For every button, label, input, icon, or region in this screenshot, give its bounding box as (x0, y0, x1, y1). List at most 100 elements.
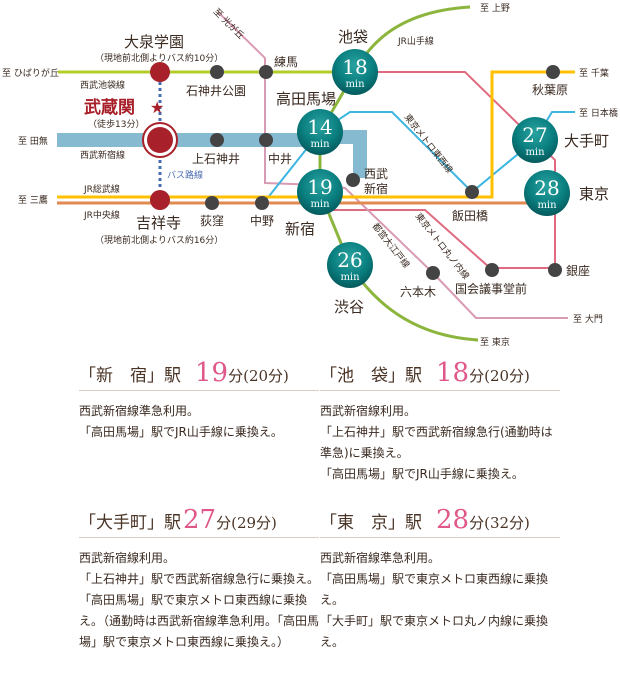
hub-circle (332, 49, 378, 95)
station-shakujii-koen: 石神井公園 (186, 84, 246, 98)
home-walk-note: （徒歩13分） (88, 118, 144, 130)
card-description: 西武新宿線利用。「上石神井」駅で西武新宿線急行(通勤時は準急)に乗換え。「高田馬… (320, 401, 560, 485)
card-alt-time: (29分) (231, 514, 277, 532)
card-line: 「上石神井」駅で西武新宿線急行(通勤時は準急)に乗換え。 (320, 425, 553, 460)
card-minutes: 19 (195, 358, 229, 388)
hub-name: 新宿 (285, 220, 315, 238)
card-header: 「東 京」駅 28分(32分) (320, 505, 560, 538)
route-card-tokyo: 「東 京」駅 28分(32分) 西武新宿線準急利用。「高田馬場」駅で東京メトロ東西… (320, 505, 560, 653)
kichijoji-bus-note: （現地前北側よりバス約16分） (95, 234, 223, 246)
card-line: 「高田馬場」駅で東京メトロ東西線に乗換え。 (320, 572, 549, 607)
hub-circle (297, 109, 343, 155)
station-roppongi: 六本木 (400, 285, 436, 299)
station-dot-nakai (259, 133, 273, 147)
station-seibu-shinjuku-1: 西武 (364, 167, 388, 181)
route-card-ikebukuro: 「池 袋」駅 18分(20分) 西武新宿線利用。「上石神井」駅で西武新宿線急行(通… (320, 358, 560, 485)
station-akihabara: 秋葉原 (532, 83, 568, 97)
hub-name: 高田馬場 (276, 90, 336, 108)
station-iidabashi: 飯田橋 (452, 208, 488, 223)
station-dot-iidabashi (465, 185, 479, 199)
station-dot-oizumi (150, 62, 170, 82)
hub-unit: min (310, 139, 330, 150)
home-station-dot (147, 127, 173, 153)
hub-name: 大手町 (564, 132, 609, 150)
hub-unit: min (345, 79, 365, 90)
hub-minutes: 14 (307, 115, 332, 139)
station-ginza: 銀座 (566, 263, 590, 278)
card-description: 西武新宿線準急利用。「高田馬場」駅で東京メトロ東西線に乗換え。「大手町」駅で東京… (320, 548, 560, 653)
hub-circle (327, 242, 373, 288)
dest-tokyo: 至 東京 (480, 336, 510, 348)
hub-unit: min (340, 272, 360, 283)
card-station: 「東 京」駅 (320, 513, 422, 533)
card-description: 西武新宿線利用。「上石神井」駅で西武新宿線急行に乗換え。「高田馬場」駅で東京メト… (79, 548, 319, 653)
station-seibu-shinjuku-2: 新宿 (364, 181, 388, 196)
station-dot-ginza (548, 263, 562, 277)
card-line: 西武新宿線利用。 (79, 551, 176, 565)
dest-mitaka: 至 三鷹 (18, 194, 48, 206)
hub-minutes: 27 (522, 123, 547, 147)
route-card-shinjuku: 「新 宿」駅 19分(20分) 西武新宿線準急利用。「高田馬場」駅でJR山手線に乗… (79, 358, 319, 443)
station-nakai: 中井 (268, 151, 292, 166)
hub-circle (524, 170, 570, 216)
card-line: 「高田馬場」駅で東京メトロ東西線に乗換え。（通勤時は西武新宿線準急利用。「高田馬… (79, 593, 320, 649)
card-station: 「池 袋」駅 (320, 366, 422, 386)
station-dot-kokkai (485, 263, 499, 277)
station-dot-kamishakujii (210, 133, 224, 147)
card-station: 「新 宿」駅 (79, 366, 181, 386)
dest-hikarigaoka: 至 光が丘 (211, 6, 247, 42)
station-nakano: 中野 (250, 213, 274, 228)
station-nerima: 練馬 (274, 55, 298, 69)
bus-route-label: バス路線 (167, 169, 203, 181)
hub-circle (297, 169, 343, 215)
card-header: 「池 袋」駅 18分(20分) (320, 358, 560, 391)
small-stations (205, 65, 562, 280)
station-dot-akihabara (546, 65, 560, 79)
line-label-shinjuku: 西武新宿線 (80, 149, 125, 161)
line-label-tozai: 東京メトロ東西線 (402, 111, 456, 175)
card-minutes: 27 (183, 505, 217, 535)
hub-name: 池袋 (338, 28, 368, 46)
card-unit: 分 (469, 514, 485, 532)
card-alt-time: (32分) (484, 514, 530, 532)
station-dot-shakujii-koen (210, 65, 224, 79)
station-kichijoji: 吉祥寺 (136, 214, 181, 232)
card-unit: 分 (216, 514, 232, 532)
hub-minutes: 19 (307, 175, 332, 199)
line-label-chuo: JR中央線 (83, 209, 120, 221)
card-line: 「高田馬場」駅でJR山手線に乗換え。 (320, 467, 524, 481)
card-line: 「大手町」駅で東京メトロ丸ノ内線に乗換え。 (320, 614, 549, 649)
station-ogikubo: 荻窪 (200, 213, 224, 228)
station-kamishakujii: 上石神井 (192, 152, 240, 166)
card-minutes: 28 (436, 505, 470, 535)
card-unit: 分 (469, 367, 485, 385)
card-minutes: 18 (436, 358, 470, 388)
card-alt-time: (20分) (243, 367, 289, 385)
hub-minutes: 18 (342, 55, 367, 79)
dest-chiba: 至 千葉 (579, 67, 609, 79)
hub-unit: min (537, 200, 557, 211)
card-alt-time: (20分) (484, 367, 530, 385)
card-unit: 分 (228, 367, 244, 385)
card-line: 「上石神井」駅で西武新宿線急行に乗換え。 (79, 572, 320, 586)
route-card-otemachi: 「大手町」駅27分(29分) 西武新宿線利用。「上石神井」駅で西武新宿線急行に乗… (79, 505, 319, 653)
station-dot-roppongi (426, 266, 440, 280)
dest-ueno: 至 上野 (480, 3, 510, 14)
yamanote-line (318, 5, 479, 342)
card-line: 西武新宿線準急利用。 (79, 404, 200, 418)
card-header: 「新 宿」駅 19分(20分) (79, 358, 319, 391)
dest-tanashi: 至 田無 (18, 135, 48, 147)
route-map: 西武池袋線 西武新宿線 JR総武線 JR中央線 JR山手線 東京メトロ東西線 東… (2, 3, 618, 348)
hub-name: 東京 (579, 185, 609, 203)
station-dot-kichijoji (150, 190, 170, 210)
station-dot-seibu-shinjuku (346, 173, 360, 187)
card-description: 西武新宿線準急利用。「高田馬場」駅でJR山手線に乗換え。 (79, 401, 319, 443)
card-station: 「大手町」駅 (79, 513, 181, 533)
station-dot-nerima (259, 65, 273, 79)
card-line: 西武新宿線準急利用。 (320, 551, 441, 565)
